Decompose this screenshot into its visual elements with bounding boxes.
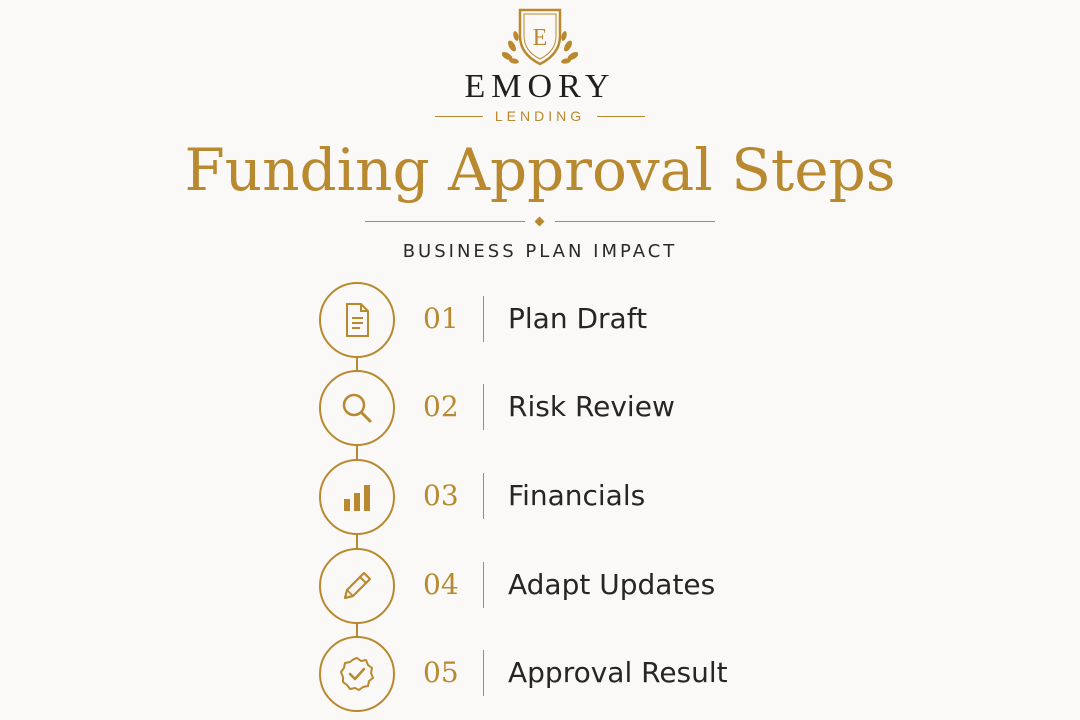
approval-badge-icon <box>340 657 374 691</box>
step-separator <box>483 473 484 519</box>
step-number: 04 <box>423 568 459 601</box>
step-label: Approval Result <box>508 656 728 689</box>
step-item: 04 Adapt Updates <box>319 548 879 624</box>
brand-rule-right <box>597 115 646 117</box>
step-label: Plan Draft <box>508 302 648 335</box>
pencil-icon <box>343 571 372 600</box>
step-icon-circle <box>319 370 395 446</box>
document-icon <box>346 303 369 337</box>
title-divider <box>365 214 715 230</box>
page-subtitle: BUSINESS PLAN IMPACT <box>402 241 678 262</box>
step-item: 01 Plan Draft <box>319 282 879 358</box>
step-icon-circle <box>319 459 395 535</box>
step-icon-circle <box>319 282 395 358</box>
step-icon-circle <box>319 548 395 624</box>
magnifier-icon <box>342 393 372 423</box>
bar-chart-icon <box>344 485 370 511</box>
step-number: 02 <box>423 390 459 423</box>
brand-crest-logo: E <box>501 6 579 68</box>
step-item: 03 Financials <box>319 459 879 535</box>
step-separator <box>483 384 484 430</box>
page-title: Funding Approval Steps <box>184 136 896 204</box>
brand-subline: LENDING <box>0 104 1080 128</box>
brand-name: EMORY <box>464 68 616 105</box>
step-item: 02 Risk Review <box>319 370 879 446</box>
step-number: 01 <box>423 302 459 335</box>
step-separator <box>483 296 484 342</box>
step-separator <box>483 562 484 608</box>
step-item: 05 Approval Result <box>319 636 879 712</box>
step-label: Financials <box>508 479 646 512</box>
brand-sub: LENDING <box>494 108 586 124</box>
step-label: Risk Review <box>508 390 675 423</box>
step-separator <box>483 650 484 696</box>
step-label: Adapt Updates <box>508 568 716 601</box>
brand-rule-left <box>434 115 483 117</box>
step-icon-circle <box>319 636 395 712</box>
step-number: 03 <box>423 479 459 512</box>
divider-diamond-icon <box>534 216 545 227</box>
crest-letter: E <box>533 25 548 51</box>
step-number: 05 <box>423 656 459 689</box>
